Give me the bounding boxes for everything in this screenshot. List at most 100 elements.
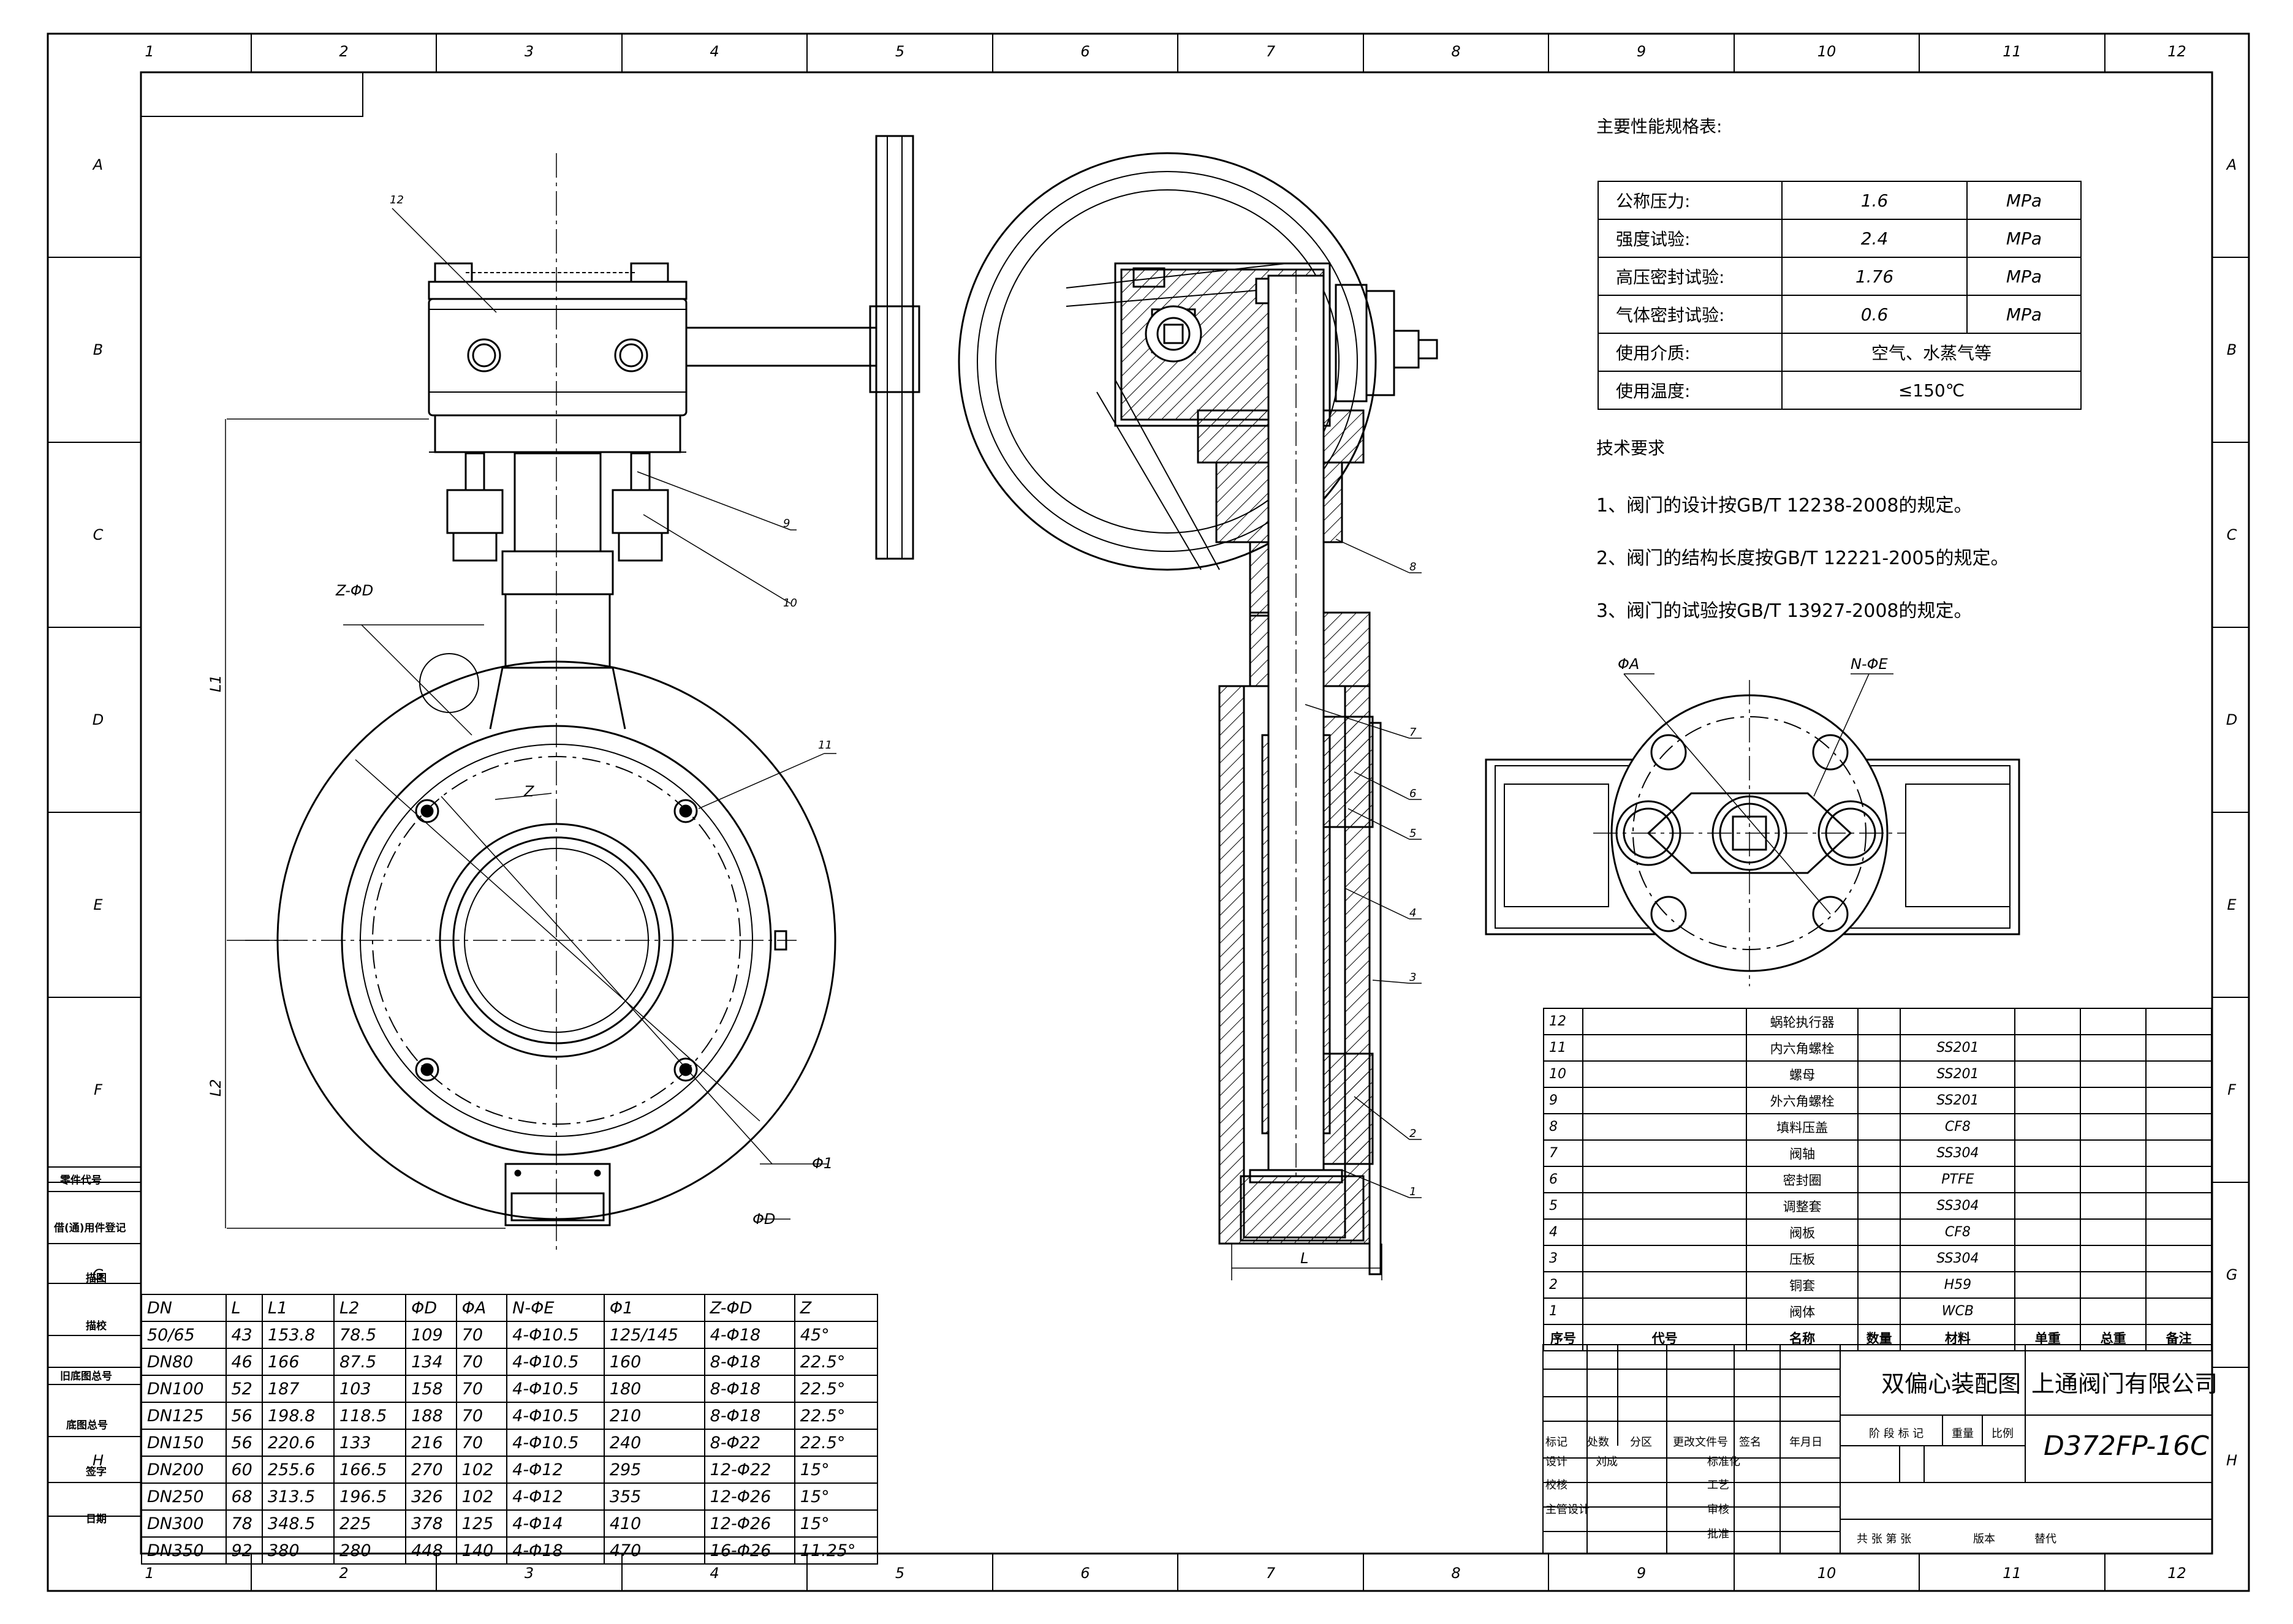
dims-cell: 78 [225, 1509, 263, 1538]
zone-row-label: C [2227, 526, 2237, 543]
perf-row: 使用温度:≤150℃ [1598, 371, 2082, 410]
dims-cell: 70 [455, 1402, 508, 1430]
dims-cell: 4-Φ12 [506, 1456, 605, 1484]
bom-cell [1582, 1060, 1748, 1088]
dims-cell: 68 [225, 1482, 263, 1511]
dims-cell: 125/145 [603, 1321, 705, 1349]
balloon-12: 12 [390, 194, 404, 206]
bom-cell [2014, 1113, 2082, 1141]
dim-phia-label: ΦA [1618, 655, 1639, 673]
zone-col-label: 2 [339, 43, 348, 60]
bom-header-cell: 总重 [2080, 1324, 2147, 1351]
zone-col-label: 3 [525, 1565, 534, 1582]
bom-cell [1857, 1297, 1901, 1325]
bom-cell: 2 [1542, 1271, 1584, 1299]
bom-cell: SS201 [1900, 1034, 2016, 1062]
perf-value: 2.4 [1781, 219, 1968, 258]
balloon-11: 11 [818, 739, 832, 752]
bom-cell [2080, 1297, 2147, 1325]
sheet-label: 共 张 第 张 [1857, 1533, 1912, 1546]
sign-design-role: 设计 [1545, 1456, 1567, 1468]
zone-col-label: 7 [1266, 43, 1276, 60]
dims-cell: 158 [405, 1375, 457, 1403]
bom-cell [1857, 1139, 1901, 1167]
dims-cell: 118.5 [333, 1402, 407, 1430]
dims-cell: 280 [333, 1536, 407, 1565]
bom-cell [1857, 1060, 1901, 1088]
perf-unit: MPa [1966, 257, 2082, 296]
zone-col-label: 8 [1451, 43, 1460, 60]
bom-cell [2145, 1087, 2212, 1114]
dims-cell: DN100 [141, 1375, 227, 1403]
zone-col-label: 10 [1817, 1565, 1836, 1582]
dims-cell: 140 [455, 1536, 508, 1565]
bom-cell [1857, 1008, 1901, 1035]
zone-row-label: G [93, 1266, 104, 1283]
perf-value: 1.6 [1781, 181, 1968, 220]
zone-col-label: 12 [2167, 43, 2186, 60]
bom-cell [1857, 1034, 1901, 1062]
bom-cell: 8 [1542, 1113, 1584, 1141]
dims-cell: 22.5° [794, 1429, 879, 1457]
bom-cell [1582, 1192, 1748, 1220]
side-label-date: 日期 [86, 1513, 107, 1525]
zone-col-label: 11 [2003, 43, 2022, 60]
bom-cell [1857, 1192, 1901, 1220]
dims-cell: 198.8 [261, 1402, 335, 1430]
bolt-hole-right [614, 338, 648, 372]
perf-unit: MPa [1966, 219, 2082, 258]
bom-cell: WCB [1900, 1297, 2016, 1325]
perf-value: 1.76 [1781, 257, 1968, 296]
zone-col-label: 7 [1266, 1565, 1276, 1582]
dim-phi1-label: Φ1 [812, 1155, 833, 1172]
side-label-part-code: 零件代号 [60, 1174, 102, 1187]
bom-cell [2080, 1087, 2147, 1114]
side-label-base: 底图总号 [66, 1419, 108, 1432]
dims-cell: 8-Φ22 [703, 1429, 795, 1457]
rev-h-sign: 签名 [1739, 1436, 1761, 1449]
bom-header-cell: 备注 [2145, 1324, 2212, 1351]
bom-cell: 阀体 [1746, 1297, 1859, 1325]
dims-header-cell: DN [141, 1294, 227, 1322]
dims-cell: 188 [405, 1402, 457, 1430]
balloon-2: 2 [1409, 1127, 1416, 1140]
bom-cell [1582, 1166, 1748, 1193]
zone-row-label: H [93, 1452, 104, 1469]
dims-header-cell: N-ΦE [506, 1294, 605, 1322]
bom-header-cell: 序号 [1542, 1324, 1584, 1351]
bom-cell [2080, 1166, 2147, 1193]
dims-cell: 92 [225, 1536, 263, 1565]
bolt-hole-left [467, 338, 501, 372]
perf-name: 强度试验: [1598, 219, 1783, 258]
dims-cell: 16-Φ26 [703, 1536, 795, 1565]
zone-col-label: 6 [1080, 1565, 1090, 1582]
bom-cell [1582, 1271, 1748, 1299]
tech-item-3: 3、阀门的试验按GB/T 13927-2008的规定。 [1596, 600, 1973, 622]
dims-cell: 87.5 [333, 1348, 407, 1376]
bom-cell [2080, 1218, 2147, 1246]
bom-cell [2014, 1087, 2082, 1114]
zone-row-label: G [2226, 1266, 2238, 1283]
zone-row-label: C [93, 526, 104, 543]
perf-row: 使用介质:空气、水蒸气等 [1598, 333, 2082, 372]
zone-col-label: 8 [1451, 1565, 1460, 1582]
zone-col-label: 6 [1080, 43, 1090, 60]
dims-cell: DN200 [141, 1456, 227, 1484]
bom-cell: 10 [1542, 1060, 1584, 1088]
dims-cell: 220.6 [261, 1429, 335, 1457]
bom-cell [2014, 1271, 2082, 1299]
bom-cell [1582, 1139, 1748, 1167]
dims-cell: 15° [794, 1482, 879, 1511]
